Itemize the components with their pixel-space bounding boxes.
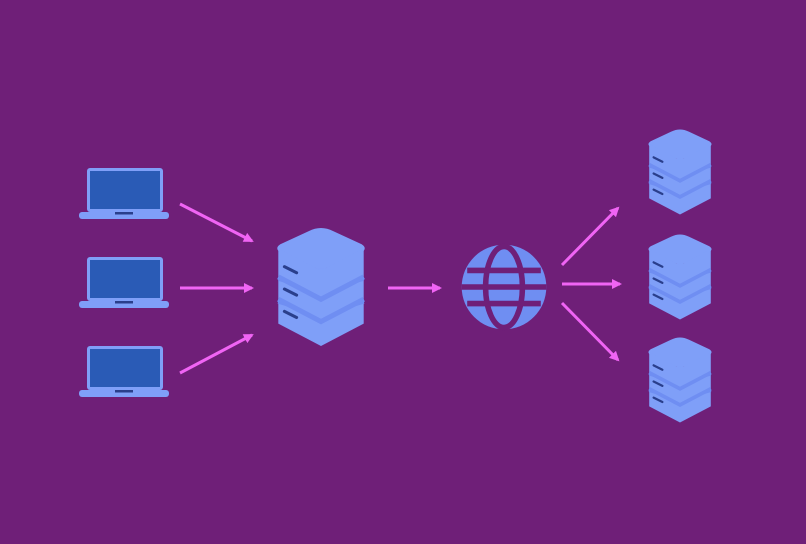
client-laptop-icon-3 [79, 346, 169, 397]
proxy-server-icon [277, 228, 364, 346]
arrow-client-3-to-proxy [179, 333, 254, 375]
arrow-client-1-to-proxy [179, 202, 254, 243]
arrow-internet-to-server-3 [560, 301, 620, 362]
client-laptop-icon-1 [79, 168, 169, 219]
globe-icon [462, 245, 547, 330]
backend-server-icon-1 [646, 128, 714, 216]
backend-server-icon-3 [646, 336, 714, 424]
backend-server-icon-2 [646, 233, 714, 321]
client-laptop-icon-2 [79, 257, 169, 308]
arrow-internet-to-server-1 [560, 206, 620, 267]
